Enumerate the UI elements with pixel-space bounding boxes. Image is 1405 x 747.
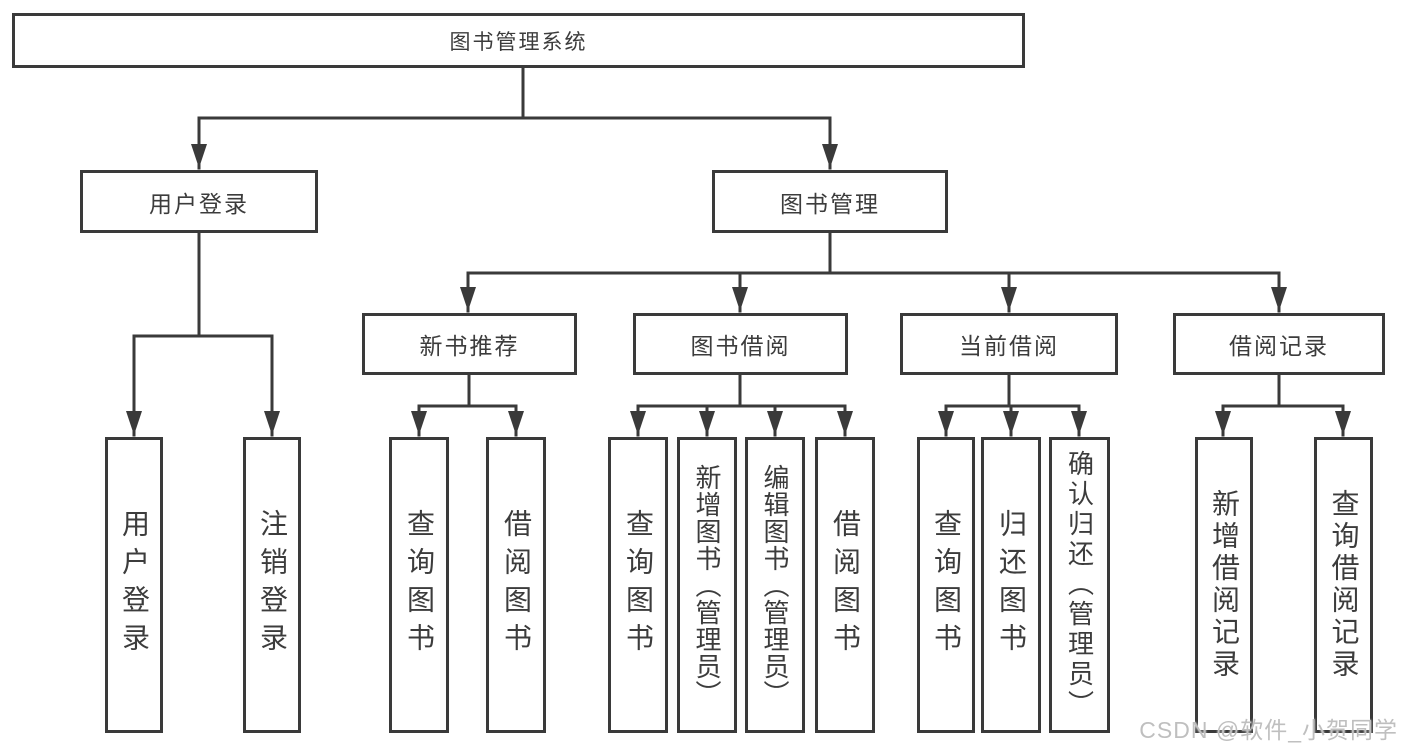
node-book-borrowing: 图书借阅 (633, 313, 848, 375)
leaf-query-borrow-record: 查询借阅记录 (1314, 437, 1373, 733)
leaf-add-borrow-record: 新增借阅记录 (1195, 437, 1253, 733)
leaf-borrow-books-recommendation: 借阅图书 (486, 437, 546, 733)
node-book-management: 图书管理 (712, 170, 948, 233)
node-user-login: 用户登录 (80, 170, 318, 233)
leaf-edit-book-admin: 编辑图书（管理员） (745, 437, 805, 733)
node-borrowing-records: 借阅记录 (1173, 313, 1385, 375)
leaf-confirm-return-admin: 确认归还（管理员） (1049, 437, 1110, 733)
node-current-borrowing: 当前借阅 (900, 313, 1118, 375)
leaf-query-books-recommendation: 查询图书 (389, 437, 449, 733)
leaf-query-books-borrowing: 查询图书 (608, 437, 668, 733)
leaf-borrow-books-borrowing: 借阅图书 (815, 437, 875, 733)
leaf-return-books: 归还图书 (981, 437, 1041, 733)
leaf-logout: 注销登录 (243, 437, 301, 733)
leaf-add-book-admin: 新增图书（管理员） (677, 437, 737, 733)
node-library-management-system: 图书管理系统 (12, 13, 1025, 68)
watermark: CSDN @软件_小贺同学 (1139, 717, 1398, 743)
leaf-user-login: 用户登录 (105, 437, 163, 733)
node-new-book-recommendation: 新书推荐 (362, 313, 577, 375)
leaf-query-books-current: 查询图书 (917, 437, 975, 733)
